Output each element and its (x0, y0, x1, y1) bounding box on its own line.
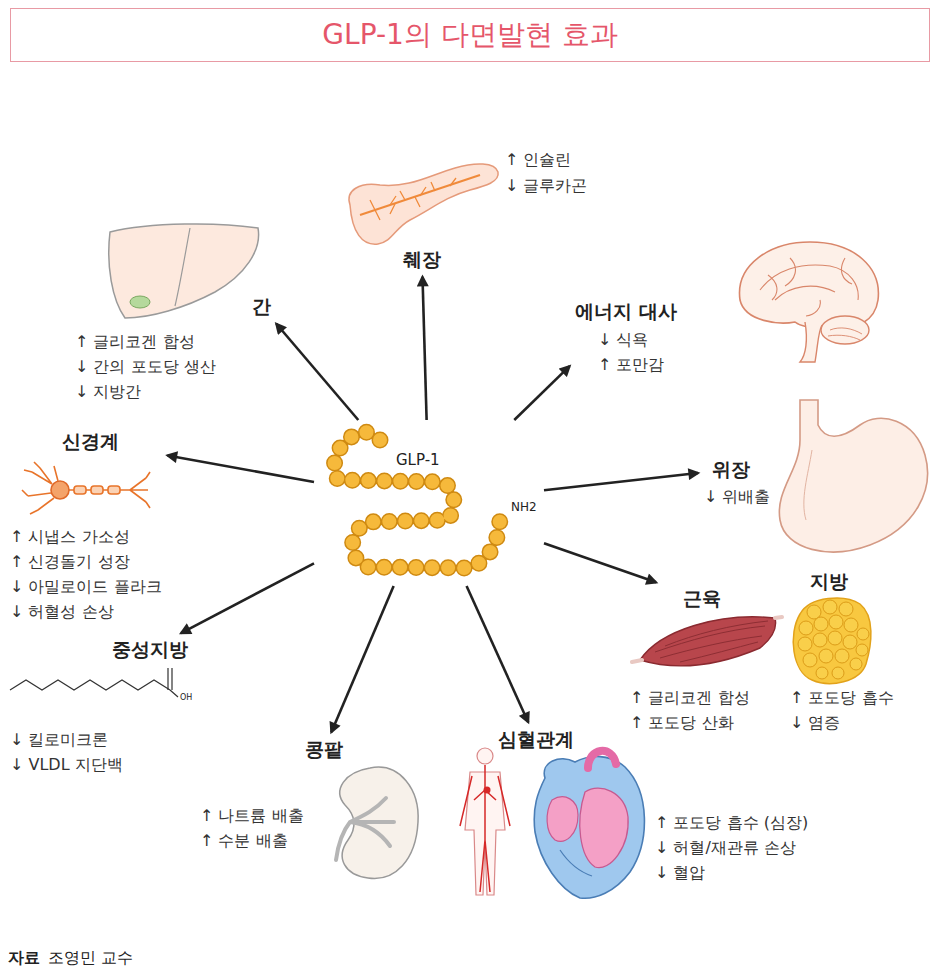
effect-item: ↑ 포도당 흡수 (심장) (655, 813, 808, 832)
hydroxyl-label: OH (180, 693, 192, 703)
kidney-illustration (336, 767, 418, 878)
organ-effect-group: 콩팥 ↑ 나트륨 배출 ↑ 수분 배출 (196, 734, 347, 854)
effect-item: ↑ 나트륨 배출 (200, 806, 304, 825)
organ-effect-group: 췌장 ↑ 인슐린 ↓ 글루카곤 (399, 146, 592, 275)
diagram-title: GLP-1의 다면발현 효과 (322, 16, 617, 54)
effect-item: ↑ 시냅스 가소성 (10, 527, 130, 546)
effect-arrow (181, 563, 314, 633)
peptide-label: GLP-1 (396, 451, 440, 469)
organ-heading: 에너지 대사 (575, 300, 677, 323)
organ-effect-group: 신경계 ↑ 시냅스 가소성 ↑ 신경돌기 성장 ↓ 아밀로이드 플라크 ↓ 허혈성 손상 (6, 426, 166, 625)
peptide-node: GLP-1NH2 (314, 420, 544, 586)
organ-heading: 중성지방 (112, 638, 188, 661)
liver-illustration (109, 224, 259, 318)
effect-item: ↑ 인슐린 (505, 150, 572, 169)
effect-item: ↓ 혈압 (655, 863, 706, 882)
organ-effect-group: 에너지 대사 ↓ 식욕 ↑ 포만감 (571, 296, 681, 378)
organ-heading: 지방 (810, 570, 848, 593)
effect-arrow (544, 473, 698, 490)
organ-effect-group: 간 ↑ 글리코겐 합성 ↓ 간의 포도당 생산 ↓ 지방간 (71, 291, 275, 405)
fat-tissue-illustration (793, 598, 871, 683)
organ-heading: 근육 (683, 587, 721, 610)
effect-arrow (423, 277, 427, 420)
effect-item: ↑ 글리코겐 합성 (630, 688, 750, 707)
effect-item: ↓ 지방간 (75, 382, 142, 401)
effect-item: ↓ 글루카곤 (505, 176, 588, 195)
source-tag: 자료 (8, 948, 40, 967)
effect-arrow (514, 366, 569, 420)
effect-item: ↓ 위배출 (704, 487, 771, 506)
effect-item: ↓ 염증 (790, 713, 841, 732)
glp1-peptide-chain (334, 432, 500, 568)
effect-arrow (276, 324, 358, 420)
circulation-figure (460, 748, 510, 895)
organ-effect-group: 위장 ↓ 위배출 (700, 454, 775, 510)
effect-arrow (331, 586, 393, 732)
effect-arrow (168, 455, 314, 482)
effect-item: ↓ 식욕 (598, 330, 649, 349)
brain-illustration (740, 242, 879, 362)
fatty-acid-structure (10, 668, 178, 697)
effect-item: ↑ 포만감 (598, 355, 665, 374)
effect-item: ↓ 아밀로이드 플라크 (10, 577, 162, 596)
heart-illustration (534, 751, 644, 898)
effect-item: ↓ 간의 포도당 생산 (75, 357, 216, 376)
organ-heading: 간 (252, 295, 271, 318)
source-name: 조영민 교수 (48, 948, 133, 967)
effect-item: ↑ 포도당 산화 (630, 713, 734, 732)
effect-arrow (544, 543, 656, 582)
organ-heading: 위장 (712, 458, 750, 481)
organ-effect-group: 지방 ↑ 포도당 흡수 ↓ 염증 (786, 566, 898, 736)
effect-item: ↑ 신경돌기 성장 (10, 552, 130, 571)
organ-heading: 콩팥 (305, 738, 343, 761)
effect-item: ↓ VLDL 지단백 (10, 755, 123, 774)
effect-arrow (467, 586, 529, 722)
title-box: GLP-1의 다면발현 효과 (10, 8, 930, 62)
terminus-label: NH2 (511, 500, 537, 514)
stomach-illustration (779, 400, 927, 552)
organ-effect-group: 근육 ↑ 글리코겐 합성 ↑ 포도당 산화 (626, 583, 754, 736)
organ-heading: 신경계 (62, 430, 119, 453)
organ-heading: 췌장 (403, 248, 441, 271)
muscle-illustration (632, 617, 782, 666)
effect-item: ↑ 수분 배출 (200, 831, 288, 850)
effect-item: ↓ 허혈/재관류 손상 (655, 838, 796, 857)
pancreas-illustration (349, 164, 498, 244)
neuron-illustration (22, 462, 150, 514)
effect-item: ↓ 허혈성 손상 (10, 602, 114, 621)
organ-heading: 심혈관계 (498, 728, 574, 751)
effect-item: ↑ 글리코겐 합성 (75, 332, 195, 351)
organ-effect-group: 중성지방 ↓ 킬로미크론 ↓ VLDL 지단백 (6, 634, 192, 778)
effect-item: ↓ 킬로미크론 (10, 730, 109, 749)
organ-effect-group: 심혈관계 ↑ 포도당 흡수 (심장) ↓ 허혈/재관류 손상 ↓ 혈압 (494, 724, 812, 886)
effect-item: ↑ 포도당 흡수 (790, 688, 894, 707)
